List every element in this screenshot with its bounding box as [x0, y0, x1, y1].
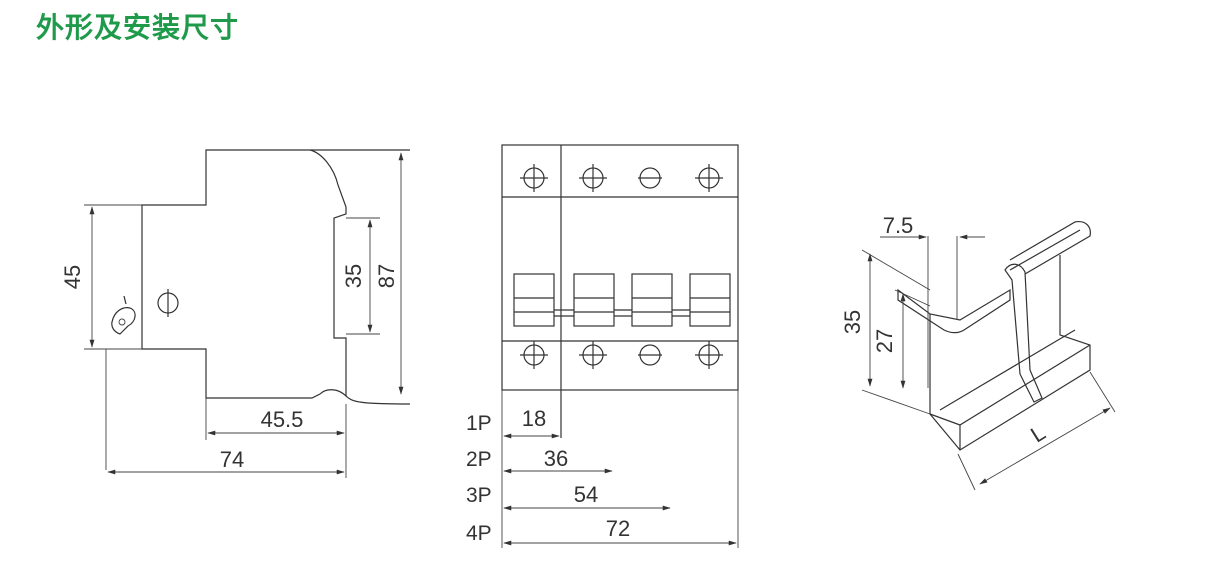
- pole-dim-3p: 3P 54: [466, 482, 671, 511]
- pole-label: 4P: [466, 522, 492, 545]
- pole-label: 3P: [466, 484, 492, 507]
- dim-depth-45-5: 45.5: [261, 407, 304, 432]
- side-clip: [111, 307, 136, 335]
- dim-total-height-87: 87: [374, 264, 399, 288]
- terminal-screw-icon: [520, 341, 548, 369]
- pole-label: 1P: [466, 412, 492, 435]
- pole-dim-2p: 2P 36: [466, 446, 613, 474]
- pole-label: 2P: [466, 448, 492, 471]
- terminal-screw-icon: [695, 341, 723, 369]
- dim-rail-width-35: 35: [341, 264, 366, 288]
- page-title: 外形及安装尺寸: [36, 11, 240, 44]
- terminal-screw-icon: [520, 164, 548, 192]
- pole-width: 54: [574, 482, 598, 507]
- side-view-outline: [141, 149, 347, 399]
- side-view: 45 35 87 45.5 74: [60, 149, 411, 478]
- pole-width: 36: [544, 446, 568, 471]
- rail-clip: [1004, 263, 1043, 403]
- side-mount-hole: [157, 289, 179, 317]
- dim-side-height-45: 45: [60, 265, 85, 289]
- terminal-screw-icon: [638, 344, 662, 366]
- dim-rail-height-35: 35: [840, 310, 865, 334]
- front-view: 1P 18 2P 36 3P 54 4P 72: [466, 144, 739, 548]
- dim-rail-depth-7-5: 7.5: [883, 213, 914, 238]
- dim-depth-74: 74: [220, 447, 244, 472]
- terminal-screw-icon: [638, 167, 662, 189]
- terminal-screw-icon: [579, 341, 607, 369]
- rail-body: [929, 255, 1091, 451]
- dim-rail-inner-27: 27: [872, 329, 897, 353]
- pole-width: 18: [522, 406, 546, 431]
- din-rail-view: 7.5 35 27 L: [840, 213, 1116, 491]
- pole-dim-4p: 4P 72: [466, 516, 737, 546]
- pole-dim-1p: 1P 18: [466, 406, 560, 439]
- terminal-screw-icon: [695, 164, 723, 192]
- terminal-screw-icon: [579, 164, 607, 192]
- toggle-handles: [513, 273, 731, 327]
- front-outline: [501, 144, 739, 391]
- pole-width: 72: [606, 516, 630, 541]
- dim-rail-length-L: L: [1026, 420, 1050, 448]
